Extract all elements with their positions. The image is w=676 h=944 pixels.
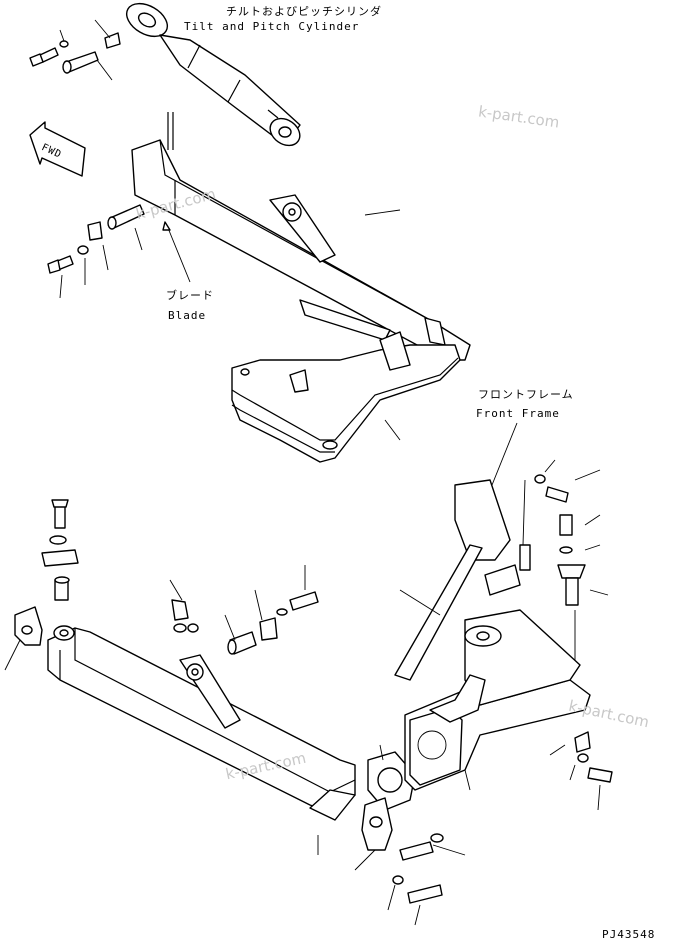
fwd-arrow: [29, 121, 86, 177]
front-frame-label-en: Front Frame: [476, 407, 560, 420]
blade-label-en: Blade: [168, 309, 207, 322]
bottom-arm: [47, 625, 356, 821]
front-frame-leader: [489, 422, 518, 491]
tilt-cylinder-label-en: Tilt and Pitch Cylinder: [184, 20, 360, 33]
top-blade-arm: [131, 112, 471, 361]
front-frame-label-jp: フロントフレーム: [478, 388, 574, 401]
part-code: PJ43548: [602, 928, 656, 941]
right-hardware: [534, 459, 613, 811]
blade-label-jp: ブレード: [166, 289, 214, 302]
bottom-left-hardware: [4, 499, 79, 671]
top-frame-body: [231, 209, 461, 463]
bottom-mid-hardware: [169, 565, 319, 655]
blade-leader: [167, 227, 191, 283]
cylinder-hardware: [29, 19, 121, 81]
tilt-cylinder-label-jp: チルトおよびピッチシリンダ: [226, 5, 382, 18]
bottom-center-hardware: [317, 744, 466, 926]
tilt-cylinder: [126, 2, 301, 147]
blade-leader-arrowhead: [162, 221, 171, 231]
front-frame: [394, 479, 591, 791]
blade-pin-hardware: [47, 204, 145, 299]
